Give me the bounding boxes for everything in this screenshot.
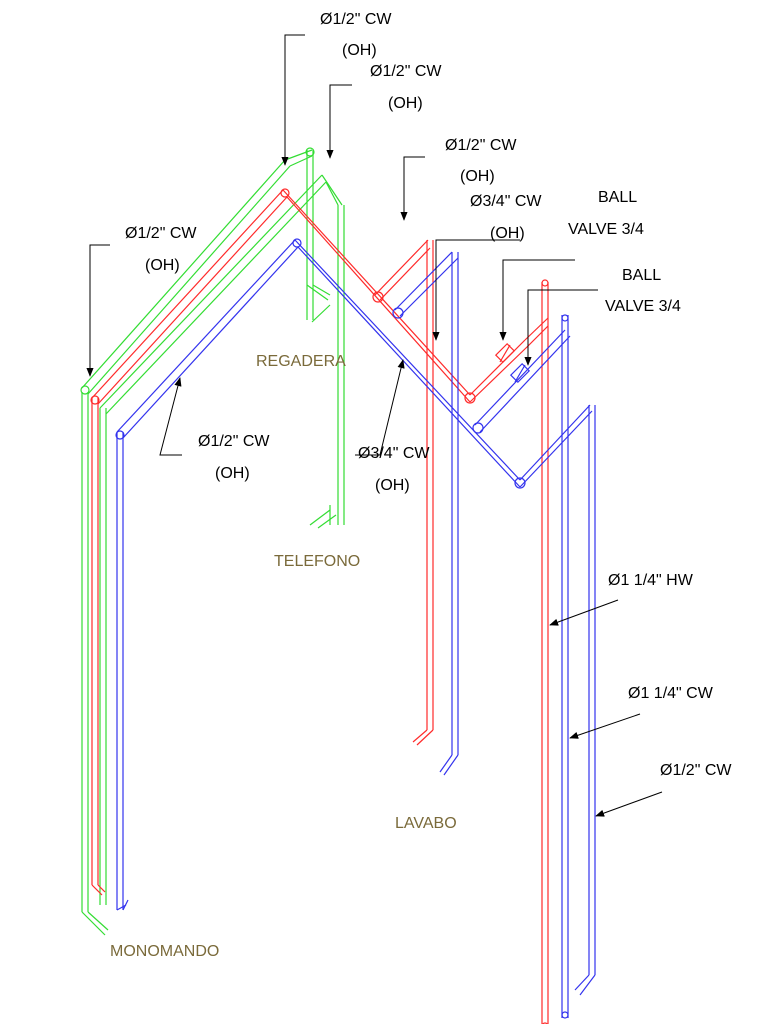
label-blue-mid-oh: (OH) <box>490 225 525 242</box>
label-blue-center-oh: (OH) <box>375 477 410 494</box>
label-blue-left-oh: (OH) <box>215 465 250 482</box>
label-green-left-oh: (OH) <box>145 257 180 274</box>
ball-valve-a-symbol <box>494 342 516 364</box>
label-green-top-b-size: Ø1/2" CW <box>370 63 442 80</box>
red-pipe-network <box>90 188 549 1024</box>
fixture-lavabo: LAVABO <box>395 815 457 832</box>
label-blue-mid-size: Ø3/4" CW <box>470 193 542 210</box>
label-green-top-b-oh: (OH) <box>388 95 423 112</box>
leader-lines <box>86 34 663 817</box>
fixture-monomando: MONOMANDO <box>110 943 219 960</box>
label-valve-b-line1: BALL <box>622 267 661 284</box>
label-riser-cw: Ø1 1/4" CW <box>628 685 714 702</box>
green-pipe-network <box>80 147 345 936</box>
ball-valve-b-symbol <box>509 362 531 384</box>
label-green-top-a-size: Ø1/2" CW <box>320 11 392 28</box>
label-valve-a-line1: BALL <box>598 189 637 206</box>
fixture-telefono: TELEFONO <box>274 553 360 570</box>
fixture-regadera: REGADERA <box>256 353 346 370</box>
label-blue-left-size: Ø1/2" CW <box>198 433 270 450</box>
label-riser-half-cw: Ø1/2" CW <box>660 762 732 779</box>
label-blue-center-size: Ø3/4" CW <box>358 445 430 462</box>
label-red-mid-oh: (OH) <box>460 168 495 185</box>
label-green-top-a-oh: (OH) <box>342 42 377 59</box>
blue-pipe-network <box>115 238 596 1019</box>
label-riser-hw: Ø1 1/4" HW <box>608 572 694 589</box>
label-valve-a-line2: VALVE 3/4 <box>568 221 644 238</box>
label-green-left-size: Ø1/2" CW <box>125 225 197 242</box>
label-valve-b-line2: VALVE 3/4 <box>605 298 681 315</box>
label-red-mid-size: Ø1/2" CW <box>445 137 517 154</box>
